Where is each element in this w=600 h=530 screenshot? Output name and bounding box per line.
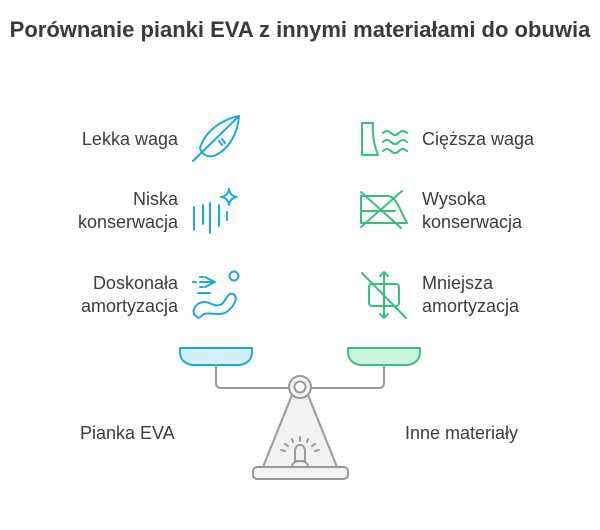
left-pan-label: Pianka EVA [80,423,175,443]
right-pan [347,347,421,366]
balance-scale [179,347,421,480]
left-item-label: Niska konserwacja [77,189,178,232]
right-item-label: Wysoka konserwacja [422,189,523,232]
feather-icon [192,115,240,162]
right-item-label: Mniejsza amortyzacja [422,273,520,316]
right-item-label: Cięższa waga [422,129,535,149]
left-pan [179,347,253,366]
sparkle-lines-icon [193,188,238,234]
crossed-iron-icon [360,190,408,229]
dam-water-icon [361,122,408,156]
left-item-label: Doskonała amortyzacja [80,273,178,316]
beam [215,364,385,389]
right-pan-label: Inne materiały [405,423,519,443]
left-item-label: Lekka waga [81,129,178,149]
flexible-path-icon [192,270,240,319]
crossed-compress-icon [361,271,407,319]
diagram-title: Porównanie pianki EVA z innymi materiała… [9,17,591,42]
